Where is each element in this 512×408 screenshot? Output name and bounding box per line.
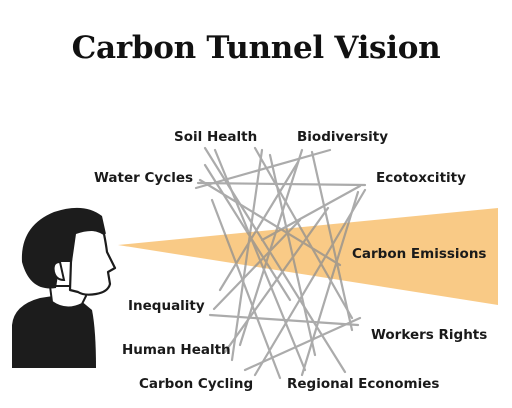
person-hair bbox=[21, 207, 107, 289]
person-shirt bbox=[12, 294, 96, 368]
label-ecotoxicity: Ecotoxcitity bbox=[376, 170, 466, 186]
label-workers-rights: Workers Rights bbox=[371, 327, 488, 343]
person-ear bbox=[52, 260, 66, 282]
label-human-health: Human Health bbox=[122, 342, 231, 358]
label-biodiversity: Biodiversity bbox=[297, 129, 389, 145]
person-face bbox=[68, 228, 117, 296]
label-carbon-cycling: Carbon Cycling bbox=[139, 376, 254, 392]
person-silhouette-icon bbox=[12, 207, 117, 368]
vision-cone bbox=[118, 208, 498, 305]
label-inequality: Inequality bbox=[128, 298, 205, 314]
label-carbon-emissions: Carbon Emissions bbox=[352, 246, 487, 262]
diagram-title: Carbon Tunnel Vision bbox=[71, 30, 441, 66]
label-regional-economies: Regional Economies bbox=[287, 376, 440, 392]
connection-lines bbox=[194, 146, 367, 380]
label-soil-health: Soil Health bbox=[174, 129, 258, 145]
label-water-cycles: Water Cycles bbox=[94, 170, 194, 186]
